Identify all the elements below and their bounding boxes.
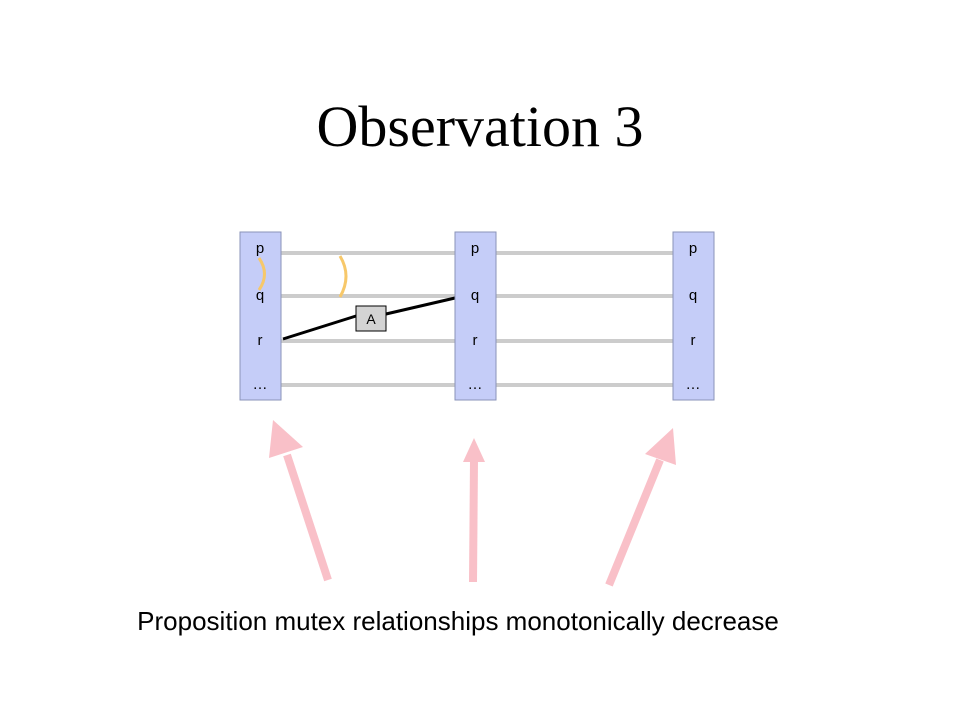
action-node — [355, 305, 387, 332]
slide-title: Observation 3 — [316, 94, 644, 159]
persistence-lines — [281, 251, 673, 387]
slide-caption: Proposition mutex relationships monotoni… — [137, 606, 779, 636]
arrow-head-middle — [463, 438, 485, 462]
proposition-level-2 — [672, 231, 715, 401]
level-0-label-p: p — [256, 240, 264, 257]
arrow-head-left — [269, 420, 303, 458]
level-2-label-q: q — [689, 287, 697, 304]
level-2-label-etc: … — [686, 376, 701, 393]
level-0-label-etc: … — [253, 376, 268, 393]
level-1-label-p: p — [471, 240, 479, 257]
arrow-shaft-right — [605, 458, 664, 587]
pointer-arrows — [269, 420, 676, 587]
action-label: A — [366, 311, 376, 327]
action-precondition-edge — [282, 314, 357, 341]
level-1-label-etc: … — [468, 376, 483, 393]
arrow-shaft-middle — [469, 459, 478, 583]
arrow-head-right — [645, 428, 676, 465]
level-1-label-r: r — [473, 332, 478, 349]
mutex-arc-level-0 — [257, 257, 266, 291]
proposition-level-1 — [454, 231, 497, 401]
level-2-label-r: r — [691, 332, 696, 349]
mutex-arc-noop — [338, 255, 348, 298]
proposition-level-0 — [239, 231, 282, 401]
arrow-shaft-left — [283, 453, 332, 582]
level-0-label-q: q — [256, 287, 264, 304]
action-effect-edge — [385, 296, 456, 316]
level-2-label-p: p — [689, 240, 697, 257]
level-1-label-q: q — [471, 287, 479, 304]
level-0-label-r: r — [258, 332, 263, 349]
